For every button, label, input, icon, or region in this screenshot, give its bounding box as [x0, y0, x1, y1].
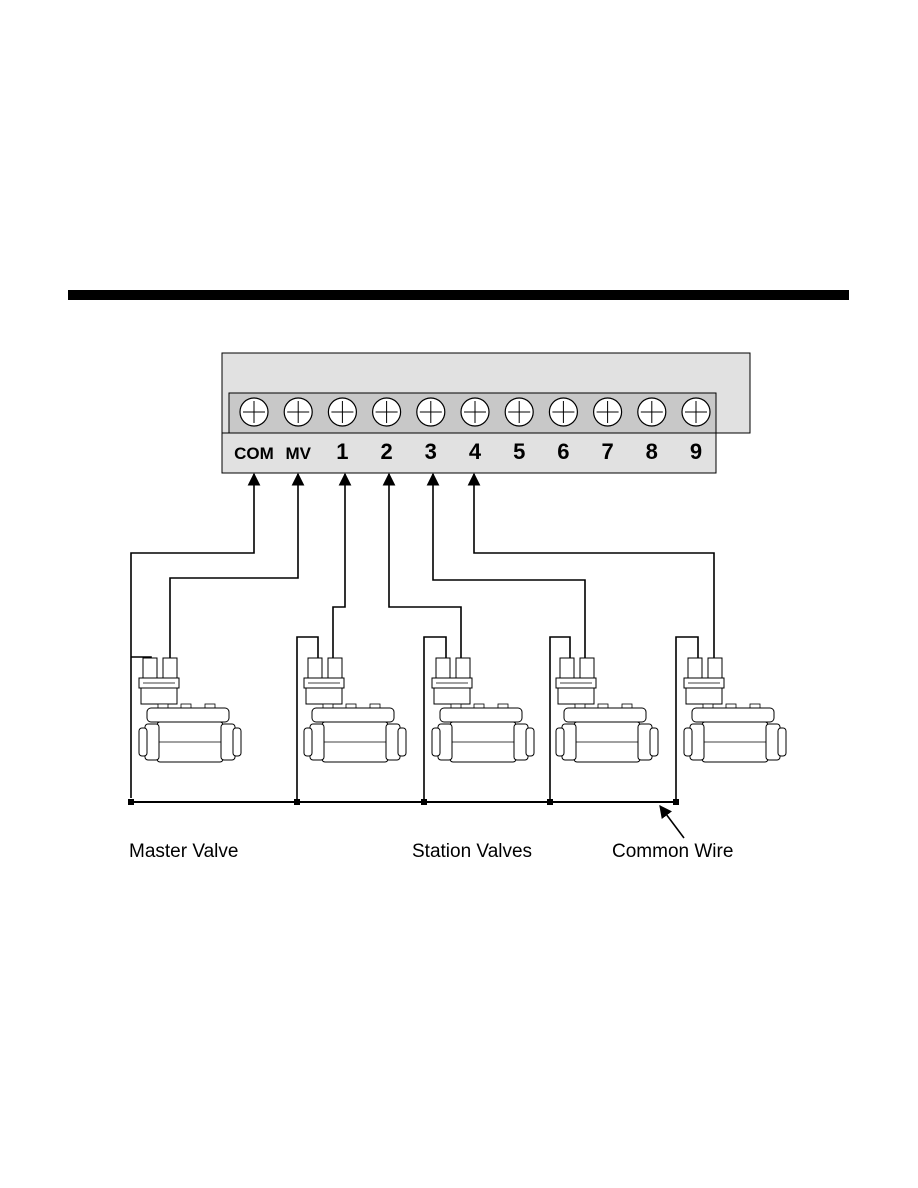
- terminal-screw-6: [548, 397, 579, 427]
- station-valve-1: [303, 657, 407, 763]
- caption-station-valves: Station Valves: [412, 841, 532, 862]
- terminal-label-8: 8: [646, 439, 658, 464]
- terminal-label-9: 9: [690, 439, 702, 464]
- header-rule: [68, 290, 849, 300]
- terminal-label-com: COM: [234, 444, 274, 463]
- common-drop-3: [549, 636, 571, 802]
- common-drop-1: [296, 636, 319, 802]
- wire-station-3: [426, 472, 586, 672]
- wire-station-1: [332, 472, 352, 672]
- terminal-screw-2: [372, 397, 402, 427]
- terminal-label-5: 5: [513, 439, 525, 464]
- terminal-label-4: 4: [469, 439, 482, 464]
- wire-station-4: [467, 472, 715, 672]
- terminal-screw-1: [327, 397, 357, 427]
- terminal-screw-9: [681, 397, 711, 427]
- wire-station-2: [382, 472, 462, 672]
- terminal-labels: COM MV 1 2 3 4 5 6 7 8 9: [234, 439, 702, 464]
- terminal-screws: [239, 397, 711, 427]
- terminal-label-2: 2: [380, 439, 392, 464]
- terminal-screw-4: [460, 397, 490, 427]
- junction-nodes: [128, 799, 679, 805]
- common-drop-4: [675, 636, 699, 802]
- master-valve: [138, 657, 242, 763]
- terminal-label-mv: MV: [285, 444, 311, 463]
- terminal-label-7: 7: [601, 439, 613, 464]
- station-valve-4: [683, 657, 787, 763]
- wires: [130, 472, 715, 803]
- terminal-label-6: 6: [557, 439, 569, 464]
- wire-com: [130, 472, 261, 798]
- terminal-label-3: 3: [425, 439, 437, 464]
- caption-common-wire: Common Wire: [612, 841, 733, 862]
- terminal-screw-mv: [283, 397, 313, 427]
- caption-master-valve: Master Valve: [129, 841, 238, 862]
- terminal-screw-5: [504, 397, 534, 427]
- terminal-screw-7: [592, 397, 623, 427]
- station-valve-3: [555, 657, 659, 763]
- wire-mv: [169, 472, 305, 672]
- terminal-screw-3: [416, 397, 446, 427]
- common-wire-callout-arrow: [659, 804, 685, 839]
- terminal-label-1: 1: [336, 439, 348, 464]
- station-valve-2: [431, 657, 535, 763]
- terminal-screw-com: [239, 397, 269, 427]
- common-drop-2: [423, 636, 447, 802]
- terminal-label-panel: [221, 432, 717, 474]
- terminal-screw-8: [637, 397, 667, 427]
